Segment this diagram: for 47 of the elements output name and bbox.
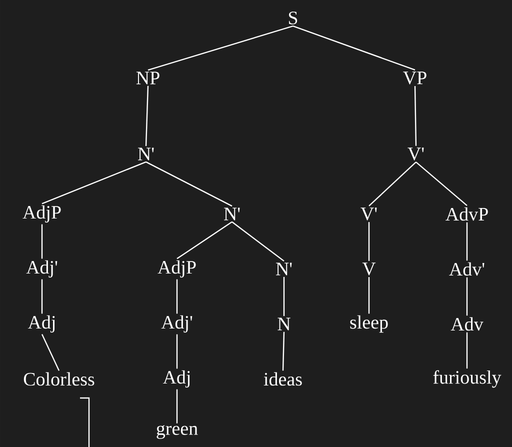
tree-branch (368, 222, 370, 261)
tree-branch (176, 389, 178, 424)
tree-branch (368, 162, 416, 206)
tree-branch (146, 161, 232, 207)
tree-label: AdjP (158, 260, 196, 278)
tree-branch (466, 332, 468, 369)
tree-branch (414, 86, 417, 146)
tree-label: ideas (264, 372, 302, 386)
tree-label: V (362, 262, 376, 276)
tree-branch (466, 222, 468, 261)
tree-label: Adv' (449, 262, 484, 276)
tree-label: N' (276, 262, 292, 276)
tree-branch (368, 277, 370, 314)
tree-branch (176, 279, 178, 314)
tree-label: NP (136, 72, 160, 84)
tree-branch (176, 334, 178, 369)
tree-branch (145, 86, 149, 146)
tree-label: Adj' (161, 315, 192, 333)
tree-label: VP (403, 72, 426, 84)
tree-label: furiously (433, 370, 502, 388)
tree-label: S (289, 12, 298, 24)
tree-label: Adj (162, 370, 190, 388)
tree-label: Adv (450, 317, 484, 331)
tree-branch (466, 277, 468, 316)
tree-branch (416, 162, 468, 206)
tree-branch (41, 279, 43, 314)
tree-branch (292, 26, 416, 70)
tree-label: N (278, 318, 290, 330)
tree-label: sleep (350, 315, 388, 333)
tree-label: V' (408, 148, 424, 160)
tree-branch (42, 161, 146, 204)
tree-label: V' (360, 208, 377, 220)
tree-label: AdjP (22, 205, 61, 223)
tree-branch (282, 332, 285, 371)
tree-label: N' (224, 208, 240, 220)
tree-label: AdvP (446, 207, 488, 221)
tree-label: Adj (28, 315, 55, 333)
tree-branch (148, 26, 294, 71)
tree-label: N' (138, 148, 154, 160)
tree-label: green (156, 425, 198, 439)
tree-branch (283, 276, 285, 316)
tree-branch (232, 221, 284, 262)
tree-branch (41, 224, 43, 259)
tree-label: Colorless (24, 372, 94, 386)
tree-branch (176, 221, 232, 260)
tree-branch (41, 334, 60, 371)
tree-label: Adj' (26, 260, 58, 278)
